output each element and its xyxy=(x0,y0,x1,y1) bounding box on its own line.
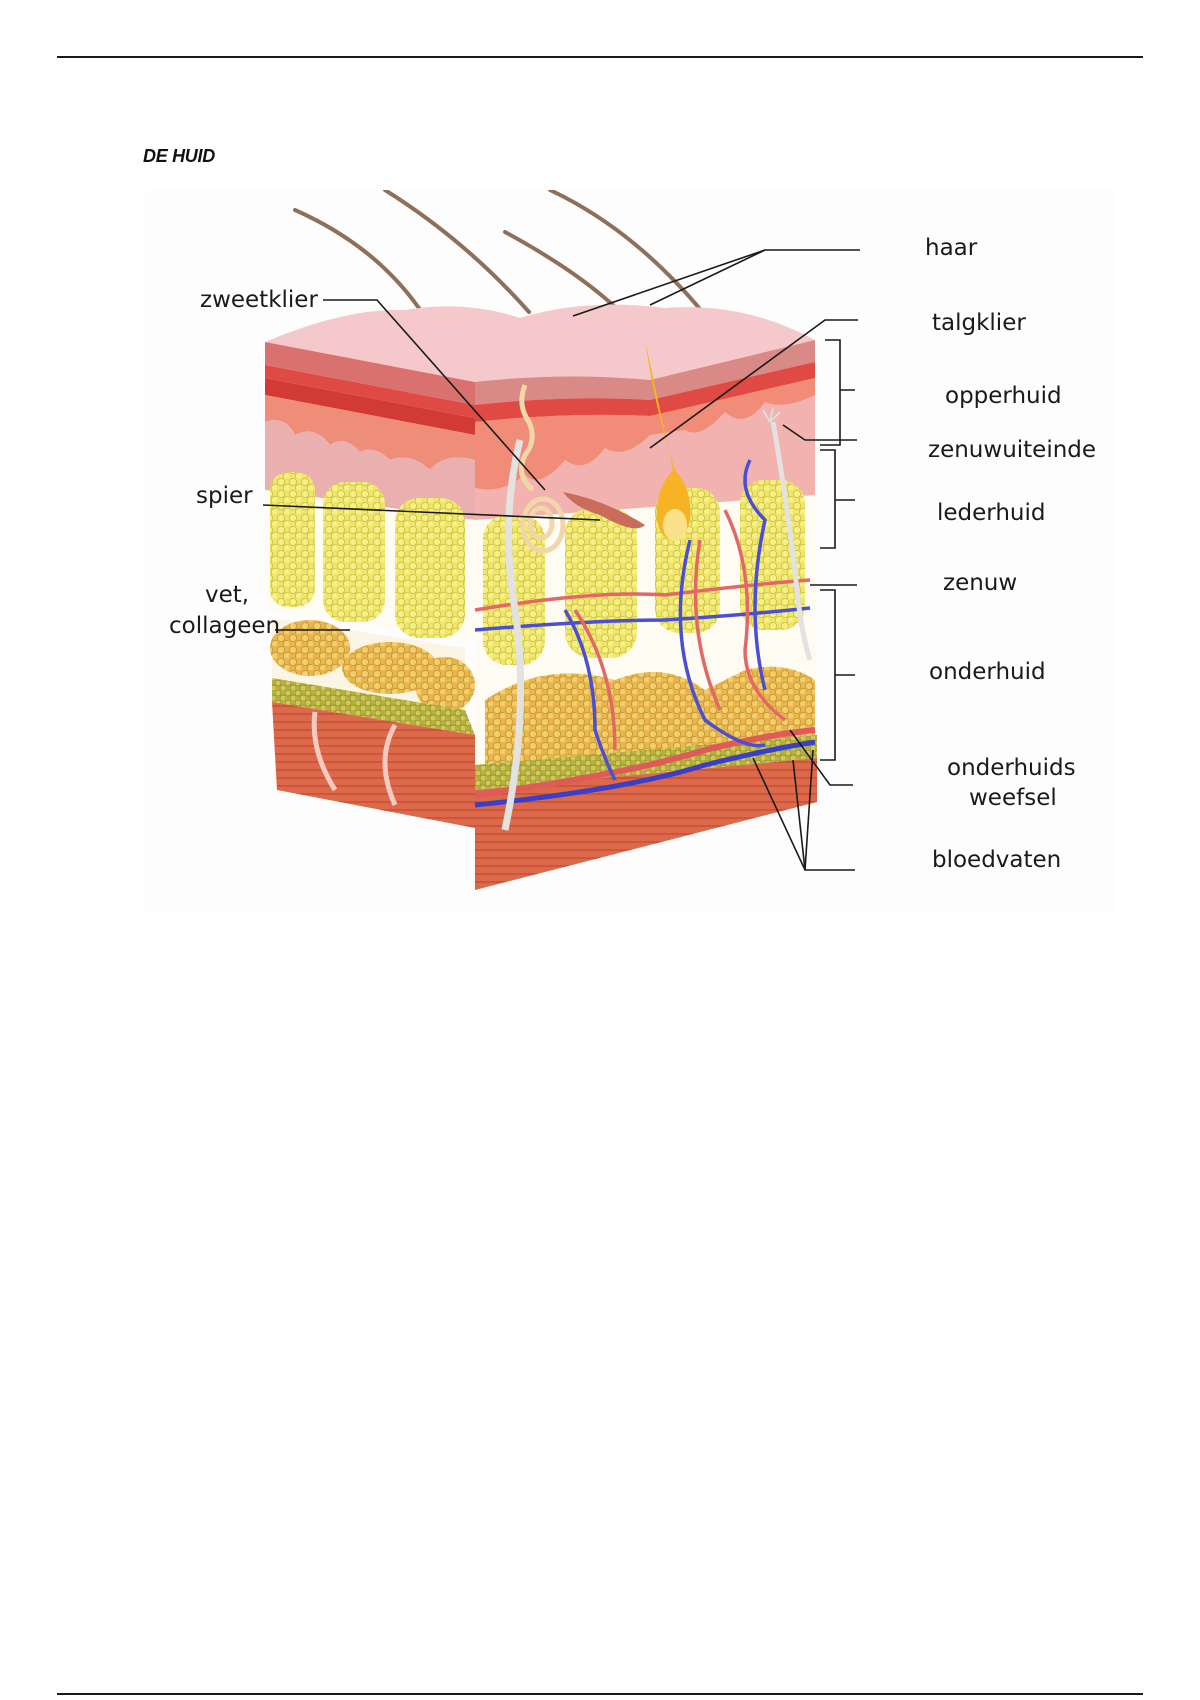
label-opperhuid: opperhuid xyxy=(945,383,1062,409)
skin-surface xyxy=(265,304,815,382)
arrector-muscle xyxy=(563,492,645,529)
label-zenuwuiteinde: zenuwuiteinde xyxy=(928,437,1096,463)
skin-cross-section-svg: zweetklier haar talgklier opperhuid zenu… xyxy=(169,190,1096,890)
label-spier: spier xyxy=(196,483,253,509)
hair-strands xyxy=(293,190,707,327)
label-talgklier: talgklier xyxy=(932,310,1026,336)
label-haar: haar xyxy=(925,235,978,261)
hair-follicle xyxy=(645,340,691,540)
label-bloedvaten: bloedvaten xyxy=(932,847,1061,873)
label-onderhuids: onderhuids xyxy=(947,755,1076,781)
page-heading: DE HUID xyxy=(143,146,215,166)
label-weefsel: weefsel xyxy=(969,785,1057,811)
nerve-ending xyxy=(762,407,781,423)
nerve-strand xyxy=(501,439,525,831)
label-zenuw: zenuw xyxy=(943,570,1017,596)
top-rule xyxy=(57,56,1143,58)
leader-lines xyxy=(262,249,860,871)
sweat-gland xyxy=(518,384,566,554)
label-zweetklier: zweetklier xyxy=(200,287,318,313)
label-collageen: collageen xyxy=(169,613,280,639)
label-lederhuid: lederhuid xyxy=(937,500,1046,526)
blood-vessels xyxy=(474,459,816,808)
label-onderhuid: onderhuid xyxy=(929,659,1046,685)
label-vet: vet, xyxy=(205,582,249,608)
bottom-rule xyxy=(57,1693,1143,1695)
skin-diagram: zweetklier haar talgklier opperhuid zenu… xyxy=(145,190,1115,912)
